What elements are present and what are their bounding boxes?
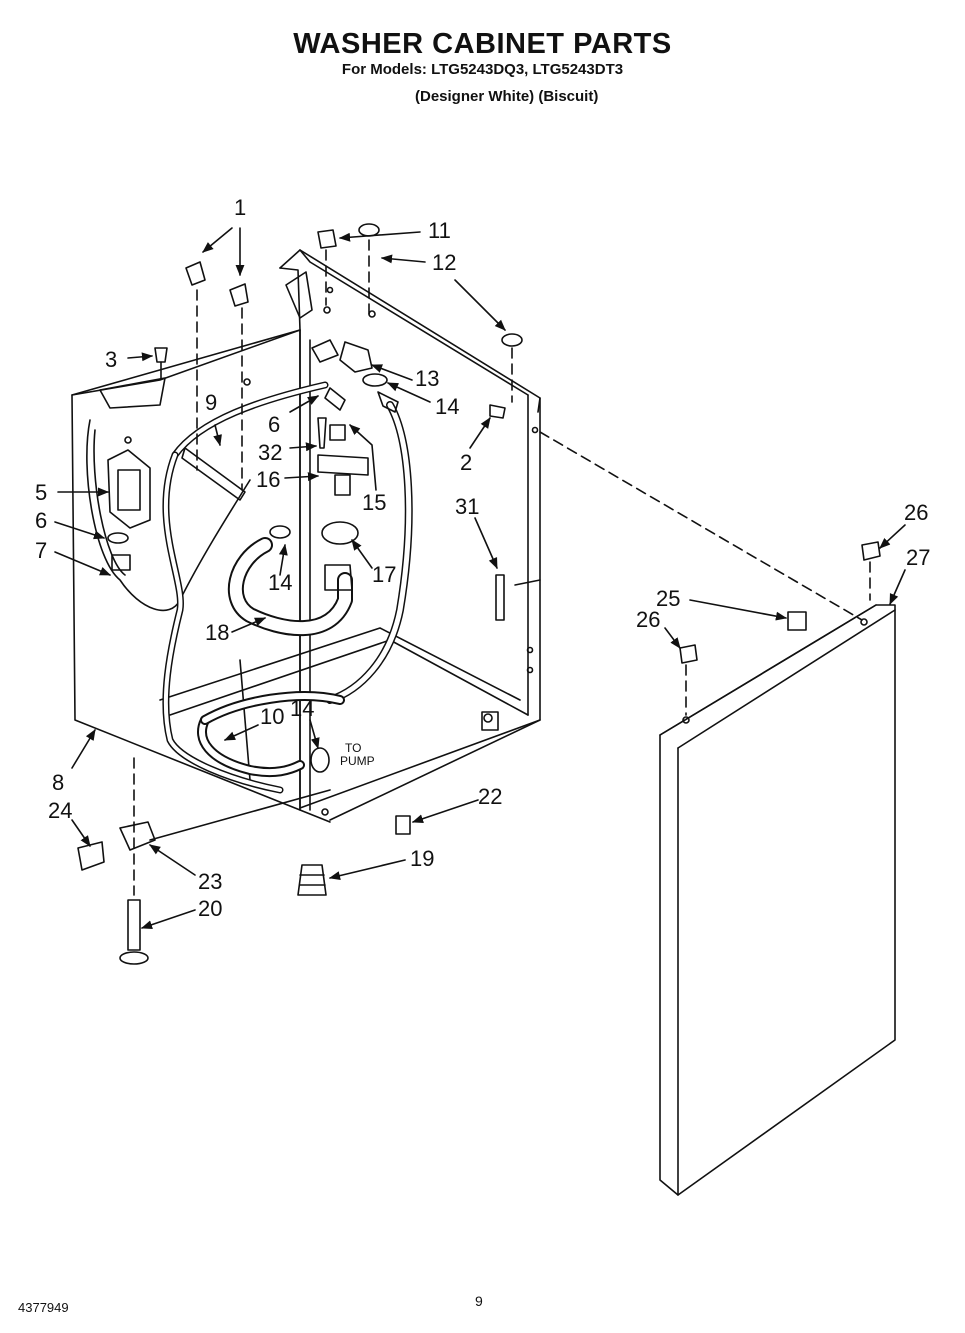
callout-26-right: 26 [904,500,928,525]
callout-2: 2 [460,450,472,475]
hoses [86,339,413,794]
alignment-lines [133,239,871,896]
callout-24: 24 [48,798,72,823]
callout-9: 9 [205,390,217,415]
page-number: 9 [475,1293,483,1309]
callout-17: 17 [372,562,396,587]
callout-18: 18 [205,620,229,645]
header: WASHER CABINET PARTS For Models: LTG5243… [0,28,965,80]
side-panel [659,604,896,1196]
callout-16: 16 [256,467,280,492]
callout-23: 23 [198,869,222,894]
to-label: TO [345,741,361,755]
callout-10: 10 [260,704,284,729]
callout-19: 19 [410,846,434,871]
callout-8: 8 [52,770,64,795]
callout-labels: 1 2 3 5 6 6 7 8 9 10 11 12 13 14 14 14 1… [35,195,930,921]
callout-1: 1 [234,195,246,220]
callout-20: 20 [198,896,222,921]
small-parts [77,223,881,965]
callout-27: 27 [906,545,930,570]
callout-12: 12 [432,250,456,275]
callout-22: 22 [478,784,502,809]
leader-arrows [54,227,906,930]
models-line: For Models: LTG5243DQ3, LTG5243DT3 [341,61,624,78]
callout-6-upper: 6 [268,412,280,437]
colors-line: (Designer White) (Biscuit) [415,88,599,105]
callout-11: 11 [428,218,451,243]
doc-number: 4377949 [18,1300,69,1315]
callout-7: 7 [35,538,47,563]
callout-5: 5 [35,480,47,505]
callout-14-bottom: 14 [290,696,314,721]
callout-13: 13 [415,366,439,391]
callout-14-mid: 14 [268,570,292,595]
callout-32: 32 [258,440,282,465]
callout-3: 3 [105,347,117,372]
page-title: WASHER CABINET PARTS [293,28,672,60]
callout-25: 25 [656,586,680,611]
callout-6-lower: 6 [35,508,47,533]
pump-label: PUMP [340,754,375,768]
callout-26-left: 26 [636,607,660,632]
callout-15: 15 [362,490,386,515]
washer-cabinet [71,249,541,823]
callout-31: 31 [455,494,479,519]
callout-14-top: 14 [435,394,459,419]
